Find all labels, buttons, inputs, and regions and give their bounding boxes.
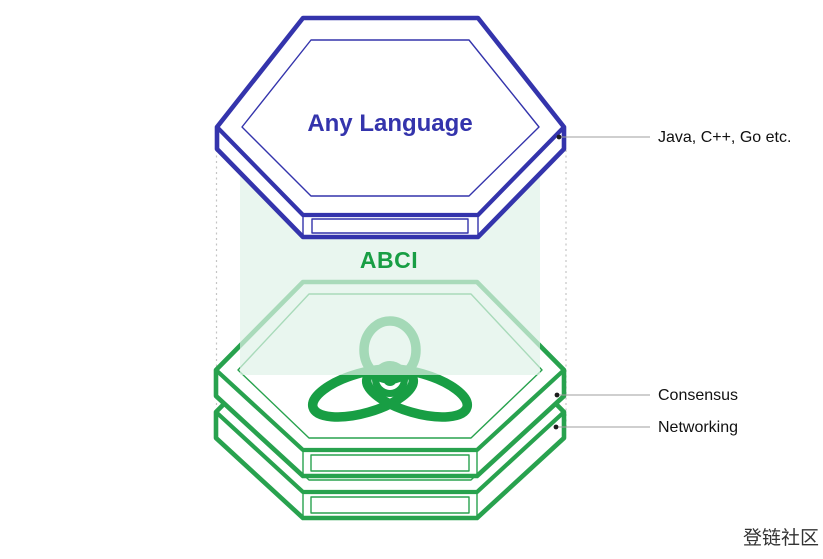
abci-label: ABCI bbox=[360, 247, 418, 273]
languages-connector-dot bbox=[556, 134, 562, 140]
any-language-tile-face-edge bbox=[215, 125, 566, 218]
connector-networking bbox=[553, 424, 650, 430]
consensus-tile-corner-edges bbox=[302, 450, 478, 476]
any-language-tile-band-inset bbox=[311, 218, 469, 234]
connector-consensus bbox=[554, 392, 650, 398]
consensus-tile-band-inset bbox=[310, 454, 470, 472]
connector-languages bbox=[556, 134, 650, 140]
any-language-tile-silhouette bbox=[214, 15, 567, 240]
watermark-text: 登链社区 bbox=[743, 527, 819, 549]
any-language-label: Any Language bbox=[307, 110, 472, 137]
consensus-tile-face-edge bbox=[214, 368, 566, 453]
networking-annotation: Networking bbox=[658, 419, 738, 436]
any-language-tile-inner-outline bbox=[241, 39, 540, 197]
any-language-tile bbox=[214, 15, 567, 240]
networking-tile-face-edge bbox=[214, 410, 566, 495]
networking-connector-dot bbox=[553, 424, 559, 430]
consensus-annotation: Consensus bbox=[658, 387, 738, 404]
networking-tile-corner-edges bbox=[302, 492, 478, 518]
consensus-connector-dot bbox=[554, 392, 560, 398]
networking-tile-band-inset bbox=[310, 496, 470, 514]
logo-eye-dot bbox=[383, 372, 397, 386]
languages-annotation: Java, C++, Go etc. bbox=[658, 129, 791, 146]
any-language-tile-corner-edges bbox=[302, 215, 479, 237]
